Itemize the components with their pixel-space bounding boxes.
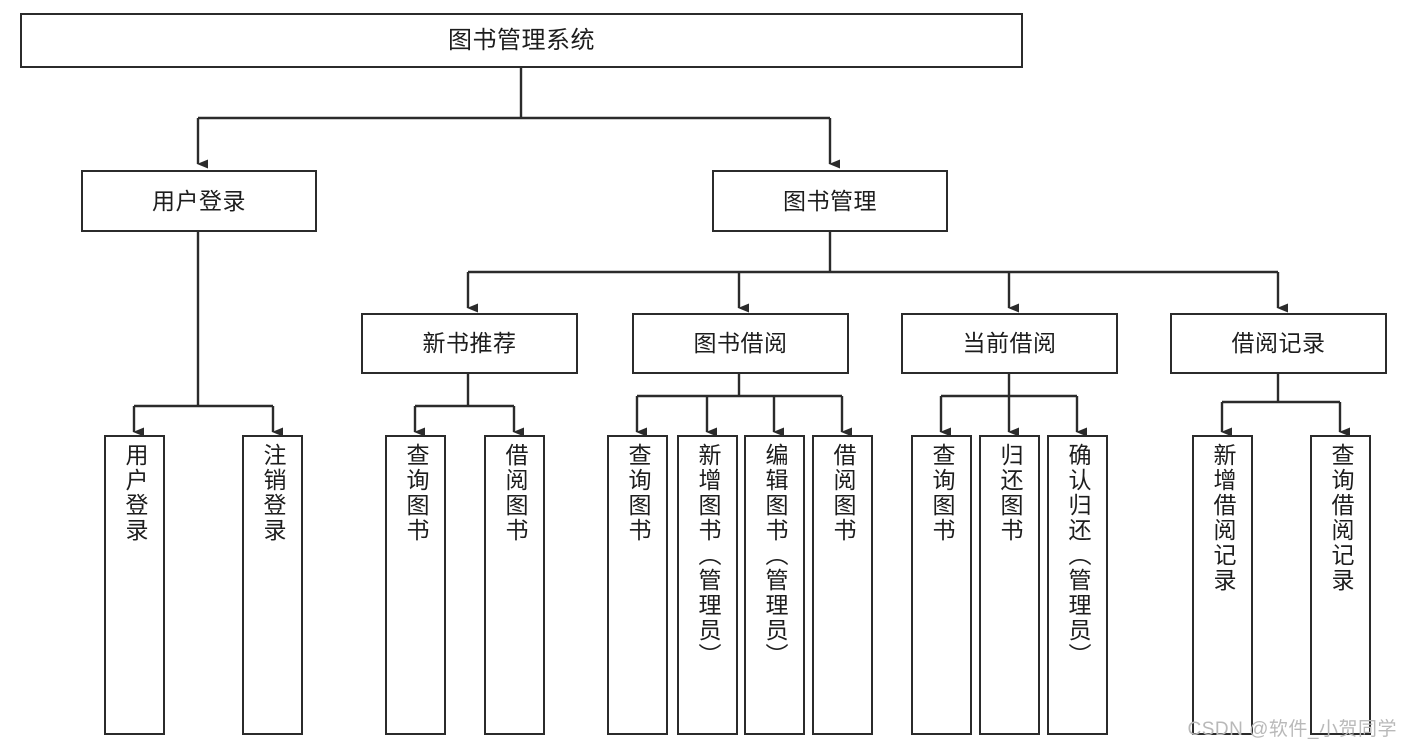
node-current-borrowing[interactable]: 当前借阅 bbox=[901, 313, 1118, 374]
node-label: 编辑图书（管理员） bbox=[762, 443, 788, 668]
leaf-borrow-add-book-admin[interactable]: 新增图书（管理员） bbox=[677, 435, 738, 735]
node-label: 图书管理系统 bbox=[448, 26, 595, 54]
leaf-record-add-borrow-record[interactable]: 新增借阅记录 bbox=[1192, 435, 1253, 735]
node-label: 借阅记录 bbox=[1231, 330, 1326, 357]
node-label: 查询图书 bbox=[929, 443, 955, 543]
leaf-current-return-books[interactable]: 归还图书 bbox=[979, 435, 1040, 735]
node-label: 查询图书 bbox=[625, 443, 651, 543]
node-label: 图书管理 bbox=[783, 187, 877, 214]
node-label: 新增图书（管理员） bbox=[695, 443, 721, 668]
node-user-login[interactable]: 用户登录 bbox=[81, 170, 317, 232]
node-label: 新增借阅记录 bbox=[1210, 443, 1236, 593]
watermark: CSDN @软件_小贺同学 bbox=[1187, 719, 1397, 740]
leaf-current-confirm-return-admin[interactable]: 确认归还（管理员） bbox=[1047, 435, 1108, 735]
node-label: 注销登录 bbox=[260, 443, 286, 543]
leaf-borrow-edit-book-admin[interactable]: 编辑图书（管理员） bbox=[744, 435, 805, 735]
leaf-user-login-logout[interactable]: 注销登录 bbox=[242, 435, 303, 735]
leaf-record-query-borrow-record[interactable]: 查询借阅记录 bbox=[1310, 435, 1371, 735]
node-borrowing-record[interactable]: 借阅记录 bbox=[1170, 313, 1387, 374]
node-label: 查询图书 bbox=[403, 443, 429, 543]
leaf-user-login-login[interactable]: 用户登录 bbox=[104, 435, 165, 735]
node-label: 用户登录 bbox=[152, 187, 246, 214]
node-label: 查询借阅记录 bbox=[1328, 443, 1354, 593]
leaf-new-book-borrow-books[interactable]: 借阅图书 bbox=[484, 435, 545, 735]
leaf-new-book-query-books[interactable]: 查询图书 bbox=[385, 435, 446, 735]
node-root-book-management-system[interactable]: 图书管理系统 bbox=[20, 13, 1023, 68]
leaf-current-query-books[interactable]: 查询图书 bbox=[911, 435, 972, 735]
node-label: 借阅图书 bbox=[830, 443, 856, 543]
node-book-borrowing[interactable]: 图书借阅 bbox=[632, 313, 849, 374]
node-label: 确认归还（管理员） bbox=[1065, 443, 1091, 668]
node-book-management[interactable]: 图书管理 bbox=[712, 170, 948, 232]
leaf-borrow-borrow-books[interactable]: 借阅图书 bbox=[812, 435, 873, 735]
leaf-borrow-query-books[interactable]: 查询图书 bbox=[607, 435, 668, 735]
node-label: 用户登录 bbox=[122, 443, 148, 543]
node-label: 归还图书 bbox=[997, 443, 1023, 543]
node-label: 当前借阅 bbox=[962, 330, 1057, 357]
node-label: 新书推荐 bbox=[422, 330, 517, 357]
node-label: 图书借阅 bbox=[693, 330, 788, 357]
node-label: 借阅图书 bbox=[502, 443, 528, 543]
node-new-book-recommendation[interactable]: 新书推荐 bbox=[361, 313, 578, 374]
